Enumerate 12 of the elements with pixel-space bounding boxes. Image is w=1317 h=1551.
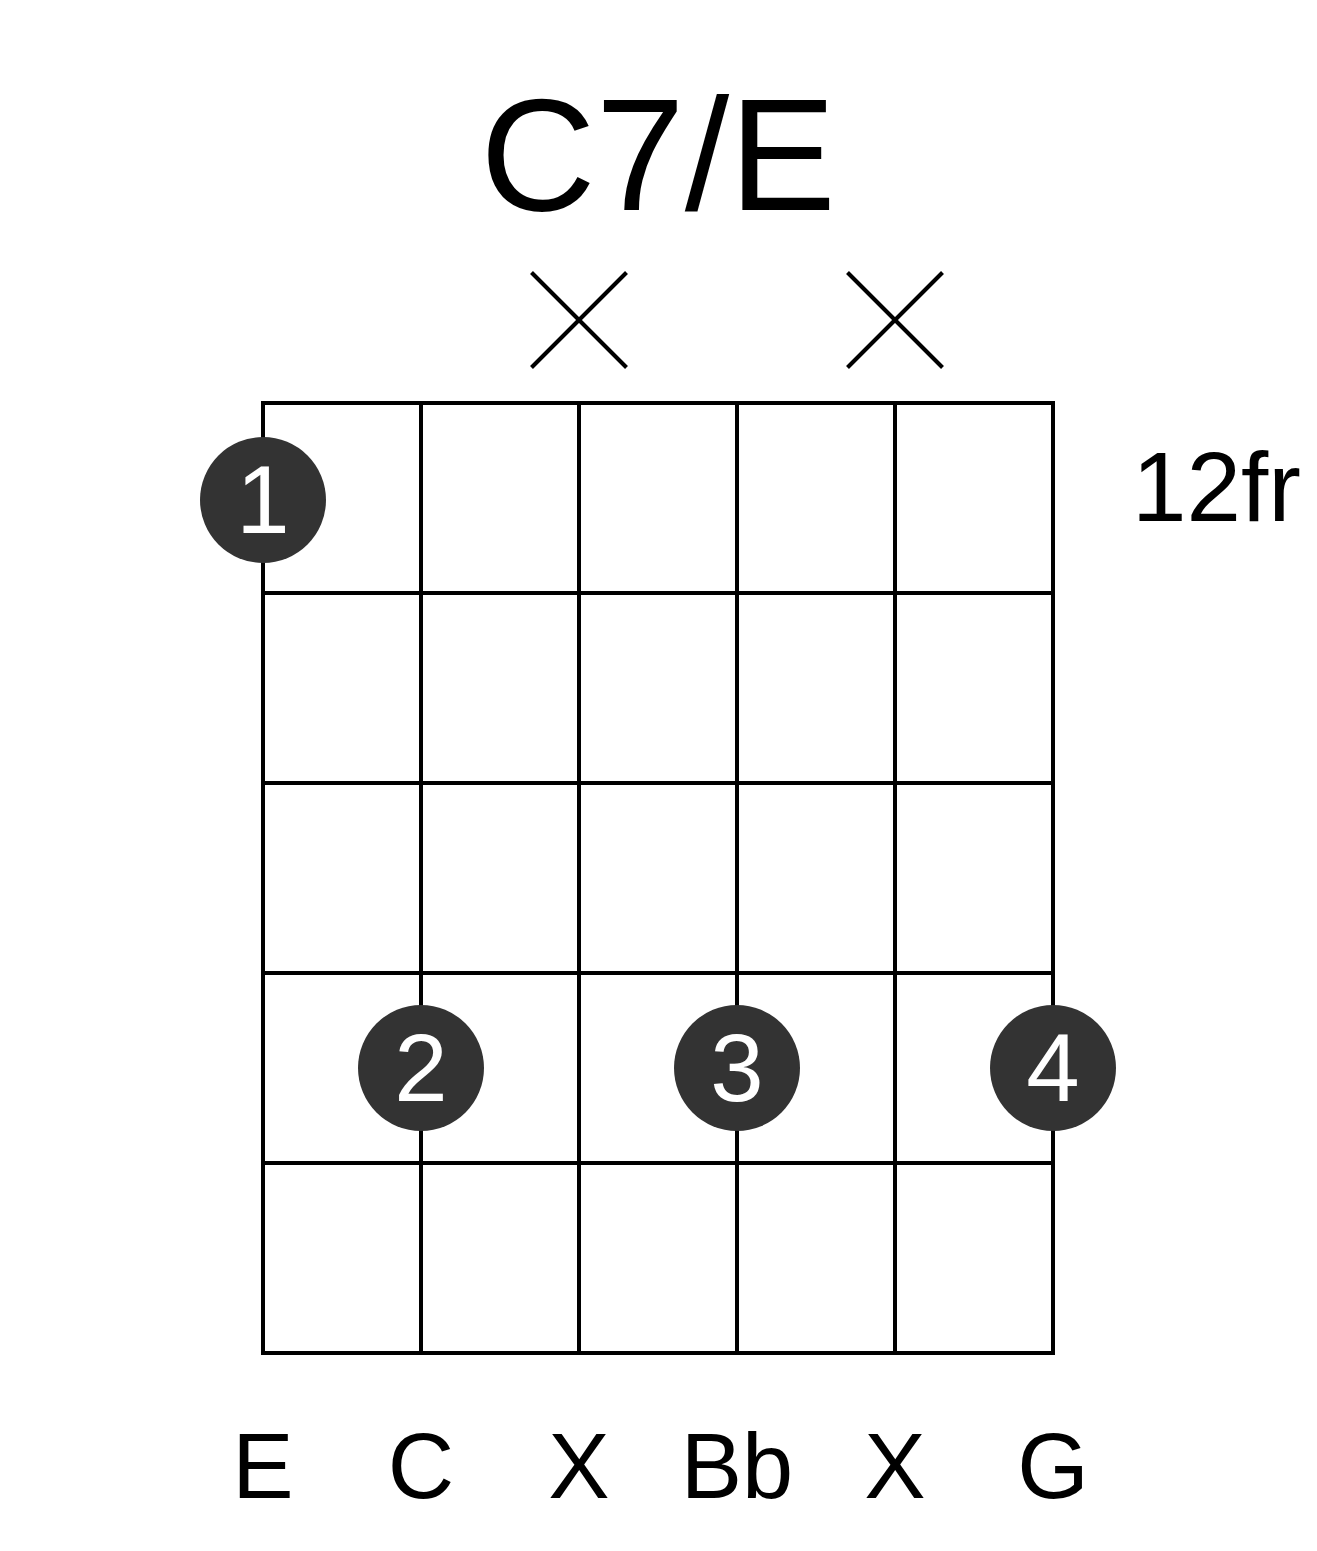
- string-note-label: X: [864, 1420, 926, 1512]
- finger-number: 3: [710, 1020, 764, 1116]
- string-note-label: Bb: [680, 1420, 794, 1512]
- finger-number: 1: [236, 452, 290, 548]
- finger-number: 4: [1026, 1020, 1080, 1116]
- string-note-label: C: [387, 1420, 455, 1512]
- string-note-label: X: [548, 1420, 610, 1512]
- string-note-label: E: [232, 1420, 294, 1512]
- fret-position-label: 12fr: [1132, 438, 1301, 536]
- string-note-label: G: [1017, 1420, 1089, 1512]
- chord-title: C7/E: [480, 75, 836, 235]
- finger-number: 2: [394, 1020, 448, 1116]
